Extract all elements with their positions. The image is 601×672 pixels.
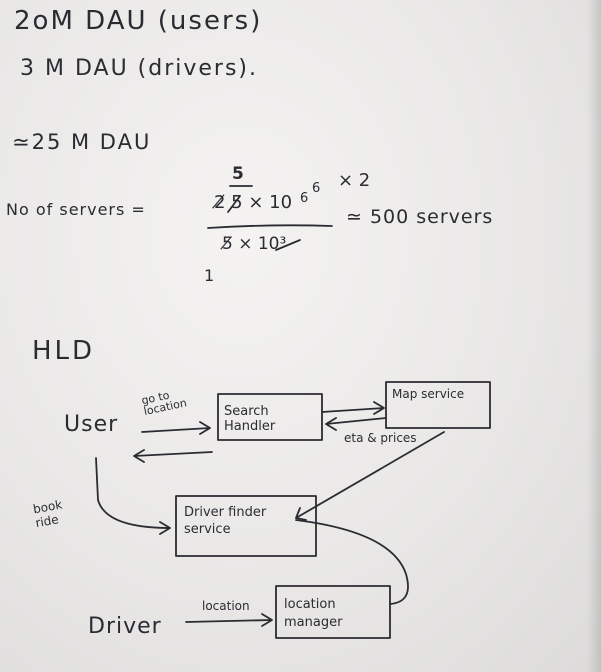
total-dau-line: ≃25 M DAU [12, 130, 152, 154]
drivers-dau-line: 3 M DAU (drivers). [20, 56, 259, 81]
times-two: × 2 [338, 170, 371, 191]
edge-label-eta-prices: eta & prices [344, 431, 417, 445]
user-node: User [64, 412, 119, 437]
exponent: 6 [300, 191, 309, 206]
numerator-cancel-result: 5 [232, 164, 244, 184]
numerator: 2̸ 5 × 10 [214, 192, 293, 213]
servers-result: ≃ 500 servers [346, 206, 494, 228]
search-handler-box [217, 393, 323, 441]
search-handler-node: Search Handler [224, 404, 276, 434]
arrow-user-to-search [141, 421, 211, 435]
edge-label-location: location [202, 599, 250, 613]
location-manager-box [275, 585, 391, 639]
location-manager-node: location manager [284, 597, 343, 630]
arrow-search-to-map [321, 401, 385, 415]
hld-title: HLD [32, 336, 96, 366]
driver-node: Driver [88, 614, 162, 639]
driver-finder-box [175, 495, 317, 557]
fraction-bar [207, 224, 333, 229]
numerator-strike [227, 195, 241, 213]
exponent-struck: 6 [312, 181, 321, 196]
arrow-user-to-driver-finder [95, 457, 171, 535]
arrow-map-to-search [325, 417, 387, 431]
arrow-driver-to-location [185, 613, 273, 627]
users-dau-line: 2oM DAU (users) [14, 6, 263, 36]
denominator: 5̸ × 10³ [222, 234, 287, 254]
denominator-strike [275, 239, 301, 251]
map-service-node: Map service [392, 387, 465, 401]
arrow-search-to-user [133, 449, 213, 463]
map-service-box [385, 381, 491, 429]
arrow-location-to-driver-finder [295, 519, 409, 605]
servers-label: No of servers = [6, 200, 146, 219]
arrow-map-to-driver-finder [295, 431, 445, 521]
driver-finder-service-node: Driver finder service [184, 505, 267, 537]
stray-mark: 1 [204, 266, 215, 285]
